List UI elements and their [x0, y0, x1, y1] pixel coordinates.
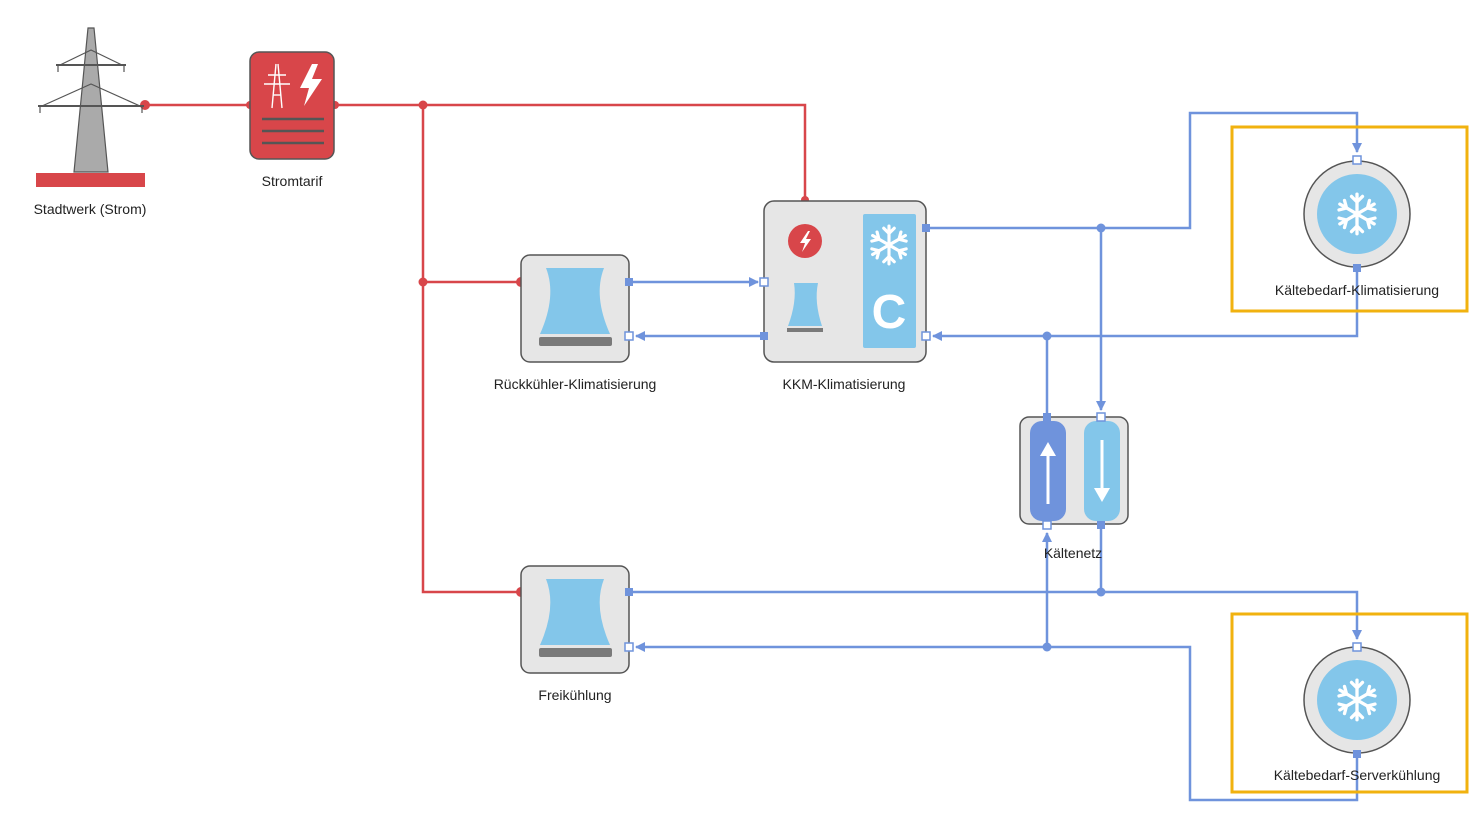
port-in[interactable]	[624, 331, 634, 341]
port-bottom-right[interactable]	[1097, 521, 1105, 529]
label-kaeltenetz: Kältenetz	[1044, 545, 1102, 561]
pylon-base	[36, 173, 145, 187]
cooling-tower-icon	[788, 283, 822, 326]
label-rueckkuehler: Rückkühler-Klimatisierung	[494, 376, 657, 392]
node-kkm[interactable]: C KKM-Klimatisierung	[759, 200, 931, 392]
power-lines	[145, 103, 807, 594]
cold-lines	[629, 111, 1362, 802]
port-in[interactable]	[1352, 155, 1362, 165]
port-in[interactable]	[1352, 642, 1362, 652]
label-stadtwerk: Stadtwerk (Strom)	[34, 201, 147, 217]
arrow-up-icon	[1040, 442, 1056, 504]
port-out[interactable]	[625, 588, 633, 596]
cooling-tower-icon	[540, 579, 610, 645]
port-in[interactable]	[624, 642, 634, 652]
node-freikuehlung[interactable]: Freikühlung	[520, 565, 634, 703]
lightning-icon	[300, 64, 322, 106]
tower-base	[539, 337, 612, 346]
node-bedarf-klima[interactable]: Kältebedarf-Klimatisierung	[1230, 125, 1469, 313]
port-in-condenser[interactable]	[759, 277, 769, 287]
lightning-icon	[800, 231, 811, 252]
cooling-tower-icon	[540, 268, 610, 334]
selection-highlight	[1230, 125, 1469, 313]
node-stadtwerk[interactable]: Stadtwerk (Strom)	[34, 27, 147, 217]
node-bedarf-server[interactable]: Kältebedarf-Serverkühlung	[1230, 612, 1469, 794]
label-bedarf-klima: Kältebedarf-Klimatisierung	[1275, 282, 1439, 298]
port-in-cold[interactable]	[921, 331, 931, 341]
node-stromtarif[interactable]: Stromtarif	[249, 51, 335, 189]
label-stromtarif: Stromtarif	[262, 173, 323, 189]
tower-base	[787, 328, 823, 332]
power-junctions	[140, 100, 809, 597]
selection-highlight	[1230, 612, 1469, 794]
port-out-cold[interactable]	[922, 224, 930, 232]
node-rueckkuehler[interactable]: Rückkühler-Klimatisierung	[494, 254, 657, 392]
label-freikuehlung: Freikühlung	[538, 687, 611, 703]
node-kaeltenetz[interactable]: Kältenetz	[1019, 412, 1129, 561]
chiller-panel	[863, 214, 916, 348]
label-kkm: KKM-Klimatisierung	[783, 376, 906, 392]
cold-junctions	[1042, 223, 1106, 652]
port-out[interactable]	[625, 278, 633, 286]
arrow-down-icon	[1094, 440, 1110, 502]
chiller-letter: C	[872, 286, 907, 339]
port-top-right[interactable]	[1096, 412, 1106, 422]
power-pylon-icon	[38, 27, 144, 173]
port-bottom-left[interactable]	[1042, 520, 1052, 530]
port-top-left[interactable]	[1043, 413, 1051, 421]
label-bedarf-server: Kältebedarf-Serverkühlung	[1274, 767, 1441, 783]
port-out[interactable]	[1353, 264, 1361, 272]
tariff-lines	[262, 117, 324, 145]
port-out-condenser[interactable]	[760, 332, 768, 340]
port-out[interactable]	[1353, 750, 1361, 758]
tariff-pylon-icon	[264, 63, 290, 109]
tower-base	[539, 648, 612, 657]
